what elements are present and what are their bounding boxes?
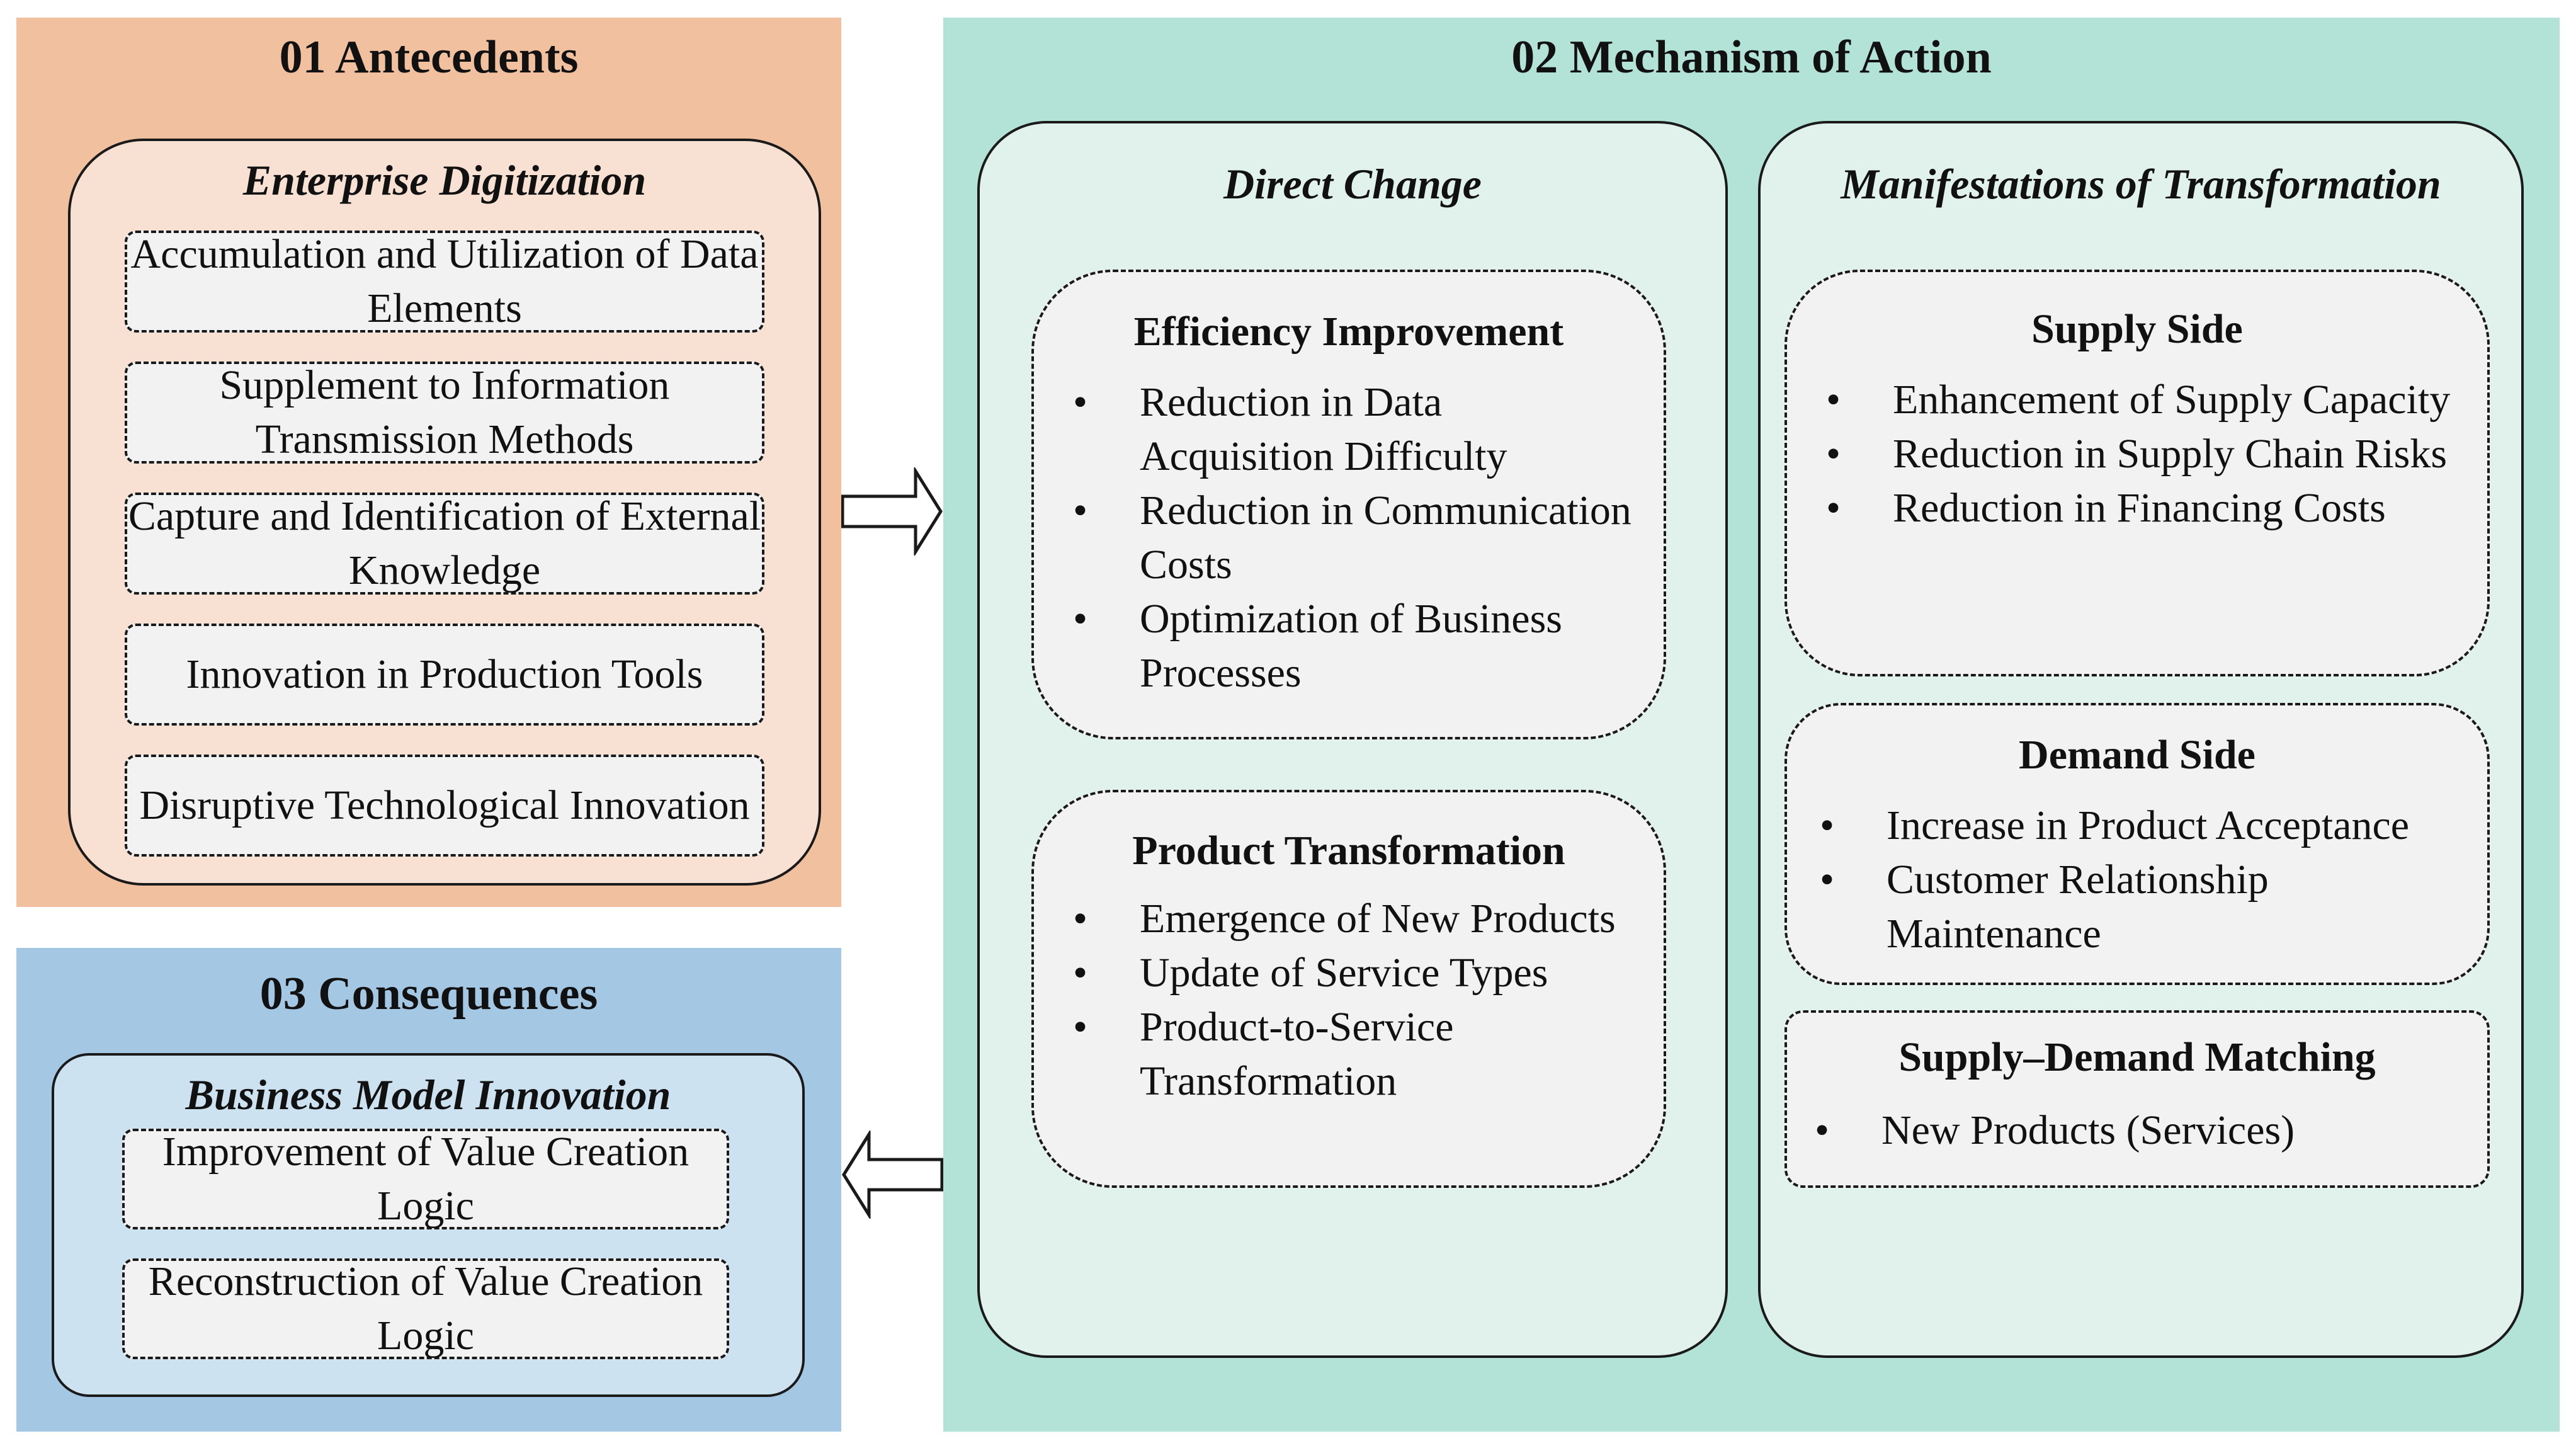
product-transformation-box: Product Transformation Emergence of New … — [1031, 790, 1666, 1188]
list-item: Update of Service Types — [1073, 946, 1638, 1000]
right-arrow-icon — [841, 467, 943, 556]
supply-demand-matching-box: Supply–Demand Matching New Products (Ser… — [1784, 1010, 2490, 1188]
supply-side-list: Enhancement of Supply Capacity Reduction… — [1826, 373, 2462, 535]
antecedent-item: Capture and Identification of External K… — [125, 493, 764, 595]
list-item: Reduction in Supply Chain Risks — [1826, 427, 2462, 481]
list-item: New Products (Services) — [1815, 1103, 2475, 1158]
antecedents-title: 01 Antecedents — [279, 31, 579, 83]
antecedent-item: Disruptive Technological Innovation — [125, 755, 764, 857]
demand-side-box: Demand Side Increase in Product Acceptan… — [1784, 703, 2490, 985]
business-model-innovation-box: Business Model Innovation Improvement of… — [52, 1053, 805, 1397]
supply-side-box: Supply Side Enhancement of Supply Capaci… — [1784, 270, 2490, 676]
demand-side-title: Demand Side — [2019, 732, 2255, 778]
consequence-item: Reconstruction of Value Creation Logic — [122, 1258, 729, 1359]
consequences-panel: 03 Consequences Business Model Innovatio… — [16, 948, 841, 1432]
enterprise-digitization-title: Enterprise Digitization — [242, 156, 647, 204]
supply-demand-matching-title: Supply–Demand Matching — [1898, 1034, 2376, 1080]
product-transformation-list: Emergence of New Products Update of Serv… — [1073, 892, 1638, 1109]
enterprise-digitization-box: Enterprise Digitization Accumulation and… — [68, 139, 821, 886]
antecedent-item: Supplement to Information Transmission M… — [125, 362, 764, 464]
antecedent-item: Accumulation and Utilization of Data Ele… — [125, 231, 764, 333]
consequence-item: Improvement of Value Creation Logic — [122, 1129, 729, 1229]
efficiency-improvement-title: Efficiency Improvement — [1133, 309, 1564, 355]
list-item: Increase in Product Acceptance — [1820, 799, 2475, 853]
product-transformation-title: Product Transformation — [1132, 828, 1565, 874]
list-item: Reduction in Financing Costs — [1826, 481, 2462, 535]
demand-side-list: Increase in Product Acceptance Customer … — [1820, 799, 2475, 961]
list-item: Reduction in Communication Costs — [1073, 484, 1638, 592]
list-item: Reduction in Data Acquisition Difficulty — [1073, 375, 1638, 484]
left-arrow-icon — [842, 1131, 943, 1219]
efficiency-improvement-list: Reduction in Data Acquisition Difficulty… — [1073, 375, 1638, 700]
antecedents-panel: 01 Antecedents Enterprise Digitization A… — [16, 18, 841, 907]
business-model-innovation-title: Business Model Innovation — [185, 1071, 671, 1119]
list-item: Enhancement of Supply Capacity — [1826, 373, 2462, 427]
supply-demand-matching-list: New Products (Services) — [1815, 1103, 2475, 1158]
list-item: Customer Relationship Maintenance — [1820, 853, 2475, 961]
list-item: Emergence of New Products — [1073, 892, 1638, 946]
antecedent-item: Innovation in Production Tools — [125, 624, 764, 726]
consequences-title: 03 Consequences — [259, 968, 598, 1020]
list-item: Optimization of Business Processes — [1073, 592, 1638, 700]
supply-side-title: Supply Side — [2031, 306, 2243, 352]
mechanism-title: 02 Mechanism of Action — [1511, 31, 1992, 83]
efficiency-improvement-box: Efficiency Improvement Reduction in Data… — [1031, 270, 1666, 739]
manifestations-title: Manifestations of Transformation — [1841, 160, 2441, 208]
list-item: Product-to-Service Transformation — [1073, 1000, 1638, 1109]
direct-change-title: Direct Change — [1223, 160, 1482, 208]
